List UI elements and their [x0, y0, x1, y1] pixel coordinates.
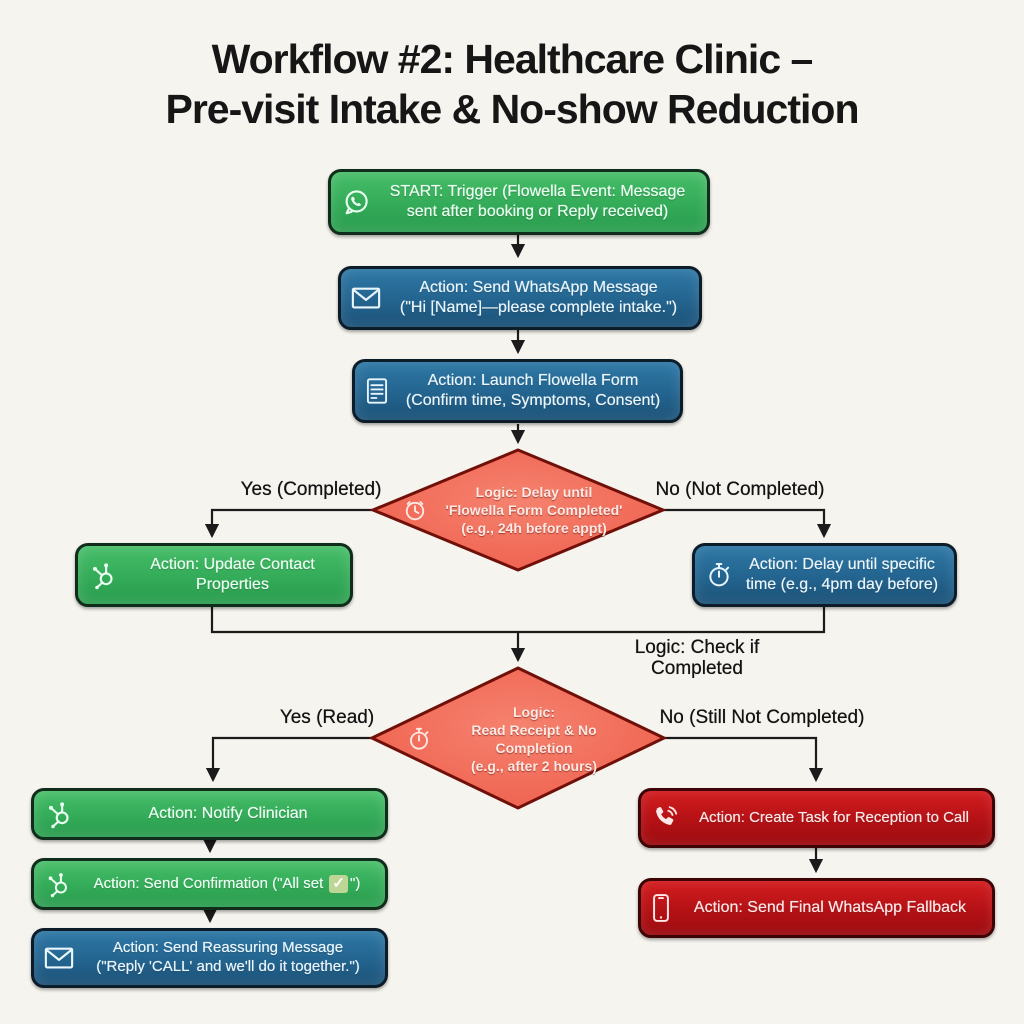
stopwatch-icon — [406, 726, 432, 752]
stopwatch-icon — [705, 561, 733, 589]
node-send-confirmation: Action: Send Confirmation ("All set ✓") — [31, 858, 388, 910]
node-label: START: Trigger (Flowella Event: Message … — [389, 183, 686, 220]
node-start-trigger: START: Trigger (Flowella Event: Message … — [328, 169, 710, 235]
node-create-task-reception-call: Action: Create Task for Reception to Cal… — [638, 788, 995, 848]
node-delay-until-specific-time: Action: Delay until specific time (e.g.,… — [692, 543, 957, 607]
connector-decision1-yes — [204, 508, 373, 539]
whatsapp-icon — [341, 187, 371, 217]
form-icon — [365, 377, 389, 405]
node-label: Action: Send Reassuring Message ("Reply … — [96, 939, 360, 975]
connector-merge-line — [210, 607, 826, 634]
connector-decision1-no — [663, 508, 832, 539]
sprocket-icon — [88, 560, 118, 590]
mobile-icon — [651, 893, 671, 923]
decision-delay-until-form-completed: Logic: Delay until 'Flowella Form Comple… — [402, 468, 634, 552]
edge-label-no-not-completed: No (Not Completed) — [655, 479, 825, 500]
page-title: Workflow #2: Healthcare Clinic – Pre-vis… — [0, 34, 1024, 134]
node-label: Action: Launch Flowella Form (Confirm ti… — [405, 372, 661, 409]
node-label: Action: Notify Clinician — [148, 805, 308, 822]
node-launch-flowella-form: Action: Launch Flowella Form (Confirm ti… — [352, 359, 683, 423]
node-label: Action: Update Contact Properties — [150, 556, 315, 593]
node-label: Action: Delay until specific time (e.g.,… — [745, 556, 939, 593]
connector-decision2-yes — [205, 736, 372, 783]
node-label: Action: Create Task for Reception to Cal… — [699, 808, 969, 826]
node-send-reassuring-message: Action: Send Reassuring Message ("Reply … — [31, 928, 388, 988]
node-notify-clinician: Action: Notify Clinician — [31, 788, 388, 840]
decision-read-receipt-no-completion: Logic: Read Receipt & No Completion (e.g… — [406, 692, 630, 786]
sprocket-icon — [44, 870, 72, 898]
edge-label-yes-completed: Yes (Completed) — [240, 479, 382, 500]
page-title-line2: Pre-visit Intake & No-show Reduction — [165, 86, 860, 133]
envelope-icon — [44, 946, 74, 970]
edge-label-check-if-completed: Logic: Check if Completed — [634, 637, 760, 679]
edge-label-no-still-not-completed: No (Still Not Completed) — [659, 707, 865, 728]
node-label: Action: Send Final WhatsApp Fallback — [693, 899, 967, 916]
edge-label-yes-read: Yes (Read) — [279, 707, 375, 728]
connector-decision2-no — [664, 736, 824, 783]
clock-icon — [402, 497, 428, 523]
node-send-whatsapp-message: Action: Send WhatsApp Message ("Hi [Name… — [338, 266, 702, 330]
envelope-icon — [351, 286, 381, 310]
node-send-final-whatsapp-fallback: Action: Send Final WhatsApp Fallback — [638, 878, 995, 938]
node-label: Action: Send Confirmation ("All set ✓") — [93, 874, 361, 894]
sprocket-icon — [44, 799, 74, 829]
decision-label: Logic: Delay until 'Flowella Form Comple… — [445, 483, 623, 537]
node-label: Action: Send WhatsApp Message ("Hi [Name… — [399, 279, 678, 316]
node-update-contact-properties: Action: Update Contact Properties — [75, 543, 353, 607]
checkmark-icon: ✓ — [329, 874, 348, 894]
phone-call-icon — [651, 804, 679, 832]
page-title-line1: Workflow #2: Healthcare Clinic – — [211, 36, 814, 82]
decision-label: Logic: Read Receipt & No Completion (e.g… — [470, 703, 598, 775]
